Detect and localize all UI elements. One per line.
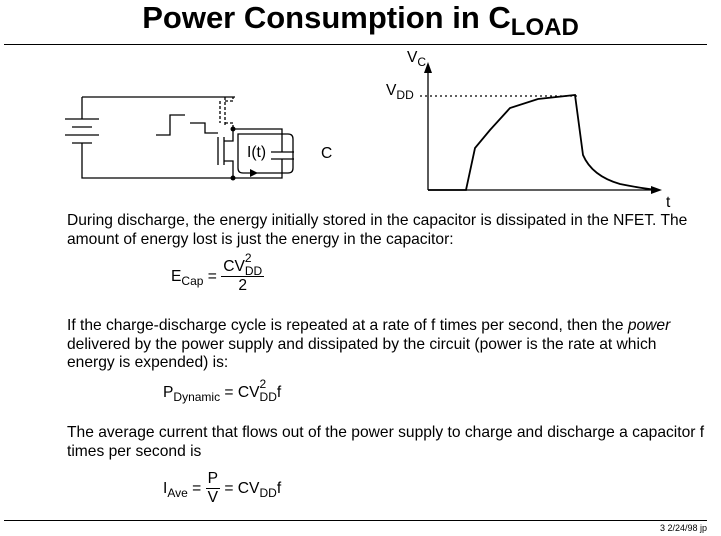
footer-text: 3 2/24/98 jp bbox=[659, 523, 707, 533]
title-main: Power Consumption in C bbox=[142, 0, 511, 35]
node-dot-top bbox=[230, 126, 236, 132]
gate-wire bbox=[190, 122, 218, 134]
nfet-drain bbox=[224, 129, 234, 142]
title-subscript: LOAD bbox=[510, 14, 579, 41]
voltage-curve bbox=[428, 94, 657, 191]
pfet-dashed bbox=[219, 97, 234, 129]
emphasis-power: power bbox=[627, 317, 671, 334]
paragraph-discharge: During discharge, the energy initially s… bbox=[67, 212, 688, 248]
wire-left-bottom bbox=[81, 143, 230, 179]
graph-vdd-label: VDD bbox=[386, 82, 414, 102]
capacitor-label: C bbox=[321, 145, 333, 162]
current-arrow-icon bbox=[250, 169, 258, 177]
circuit-diagram bbox=[65, 96, 294, 181]
voltage-graph bbox=[420, 62, 662, 194]
input-pulse bbox=[156, 114, 185, 136]
graph-y-label: VC bbox=[407, 49, 427, 69]
current-label: I(t) bbox=[245, 144, 269, 162]
page-title: Power Consumption in CLOAD bbox=[0, 0, 721, 41]
y-axis-arrow-icon bbox=[424, 62, 432, 73]
nfet-source bbox=[224, 160, 234, 178]
x-axis-arrow-icon bbox=[651, 186, 662, 194]
graph-x-label: t bbox=[666, 194, 671, 211]
wire-cap-ground bbox=[230, 159, 283, 179]
footer-rule bbox=[4, 520, 707, 521]
title-rule bbox=[4, 44, 707, 45]
node-dot-bottom bbox=[230, 175, 236, 181]
wire-to-cap bbox=[233, 128, 283, 152]
paragraph-power: If the charge-discharge cycle is repeate… bbox=[67, 317, 671, 371]
current-loop bbox=[237, 133, 294, 174]
paragraph-current: The average current that flows out of th… bbox=[67, 424, 705, 460]
